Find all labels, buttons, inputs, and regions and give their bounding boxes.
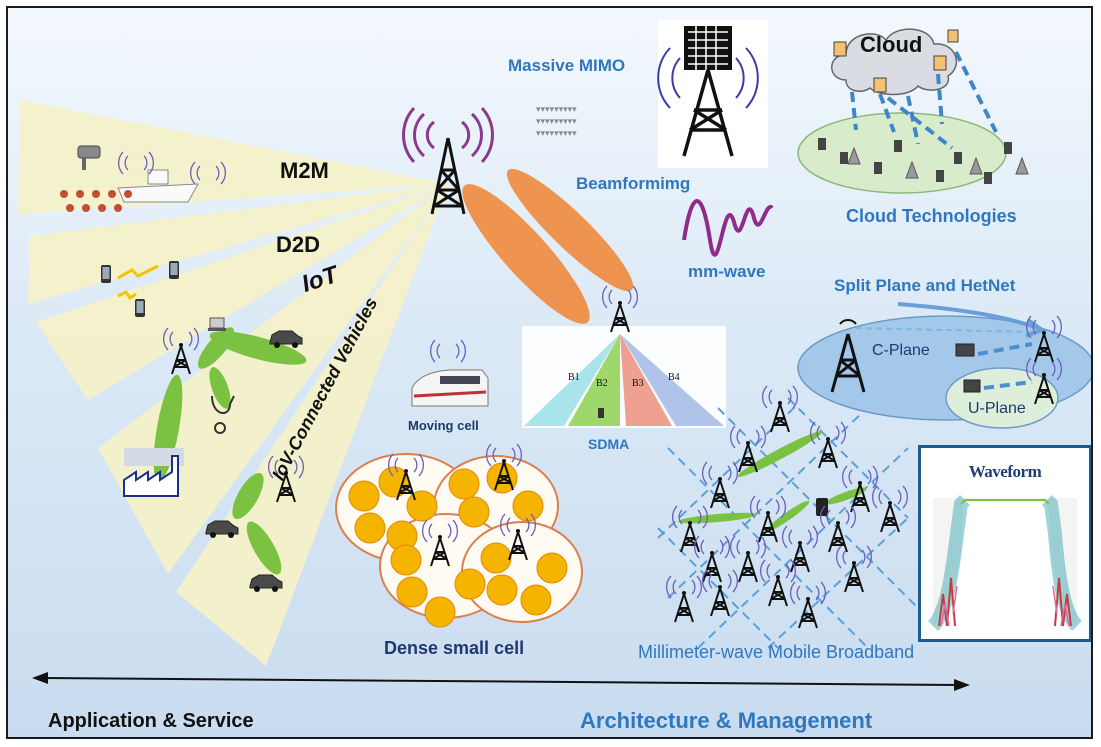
train-icon	[411, 369, 489, 407]
ship-icon	[117, 169, 199, 203]
d2d-label: D2D	[276, 232, 321, 257]
waveform-title: Waveform	[968, 462, 1042, 481]
bidirectional-axis-arrow	[32, 672, 970, 691]
iov-link	[232, 472, 264, 520]
waveform-spectrum	[927, 495, 1083, 631]
stethoscope-icon	[211, 395, 235, 434]
sdma-panel: B1 B2 B3 B4	[522, 285, 726, 428]
svg-text:▾▾▾▾▾▾▾▾▾: ▾▾▾▾▾▾▾▾▾	[536, 128, 577, 138]
beam-b3	[620, 334, 672, 426]
antenna-array-icon: ▾▾▾▾▾▾▾▾▾ ▾▾▾▾▾▾▾▾▾ ▾▾▾▾▾▾▾▾▾	[536, 104, 577, 138]
beam-label: B1	[568, 372, 580, 383]
cloud-label: Cloud	[860, 32, 923, 57]
d2d-fan	[28, 184, 448, 304]
c-plane-label: C-Plane	[872, 342, 930, 359]
diagram-frame: ▾▾▾▾▾▾▾▾▾ ▾▾▾▾▾▾▾▾▾ ▾▾▾▾▾▾▾▾▾ B1 B2 B3 B…	[6, 6, 1093, 739]
split-plane-hetnet	[797, 302, 1091, 429]
dense-small-cell-cluster	[335, 443, 583, 628]
beam-label: B2	[596, 378, 608, 389]
cloud-technologies-label: Cloud Technologies	[846, 206, 1017, 226]
phone-icon	[101, 265, 111, 283]
wireless-signal-icon	[429, 339, 467, 363]
dense-small-cell-label: Dense small cell	[384, 638, 525, 658]
phone-icon	[598, 408, 604, 418]
lightning-icon	[117, 290, 137, 301]
laptop-icon	[208, 317, 226, 331]
mm-wave-label: mm-wave	[688, 262, 766, 281]
u-plane-label: U-Plane	[968, 400, 1026, 417]
svg-text:▾▾▾▾▾▾▾▾▾: ▾▾▾▾▾▾▾▾▾	[536, 116, 577, 126]
beam-label: B3	[632, 378, 644, 389]
moving-cell-label: Moving cell	[408, 418, 479, 433]
beam	[462, 184, 590, 324]
cloud-icon	[831, 28, 959, 96]
iot-link	[209, 367, 231, 409]
lightning-icon	[117, 264, 159, 280]
iot-fan	[36, 184, 448, 400]
mmwave-broadband-grid	[657, 385, 929, 649]
iot-devices-fan	[98, 184, 448, 574]
massive-mimo-tower-icon	[657, 20, 768, 168]
cloud-technologies	[797, 28, 1029, 194]
mm-wave-signal-icon	[682, 199, 774, 257]
m2m-label: M2M	[280, 158, 329, 183]
phone-icon	[169, 261, 179, 279]
sdma-label: SDMA	[588, 436, 630, 452]
split-plane-label: Split Plane and HetNet	[834, 276, 1016, 295]
iov-fan	[176, 184, 448, 666]
main-tower-icon	[402, 106, 494, 215]
iov-link	[246, 521, 282, 575]
beamforming-label: Beamformimg	[576, 174, 691, 193]
macro-tower-icon	[830, 319, 866, 393]
svg-text:▾▾▾▾▾▾▾▾▾: ▾▾▾▾▾▾▾▾▾	[536, 104, 577, 114]
massive-mimo-label: Massive MIMO	[508, 56, 626, 75]
iot-link	[197, 327, 235, 369]
beam-b1	[524, 334, 620, 426]
beam-label: B4	[668, 372, 680, 383]
application-service-label: Application & Service	[48, 710, 254, 732]
waveform-panel: Waveform	[918, 445, 1091, 642]
architecture-management-label: Architecture & Management	[580, 708, 873, 733]
factory-icon	[123, 448, 184, 497]
application-fans	[18, 100, 448, 666]
sensor-nodes	[60, 190, 132, 212]
phone-icon	[135, 299, 145, 317]
mmwave-broadband-label: Millimeter-wave Mobile Broadband	[638, 642, 915, 662]
beam-b4	[620, 334, 724, 426]
phone-icon	[816, 498, 828, 516]
camera-icon	[77, 145, 101, 170]
iot-link	[209, 331, 307, 365]
beam-b2	[568, 334, 620, 426]
beam	[506, 168, 634, 292]
m2m-fan	[18, 100, 448, 214]
